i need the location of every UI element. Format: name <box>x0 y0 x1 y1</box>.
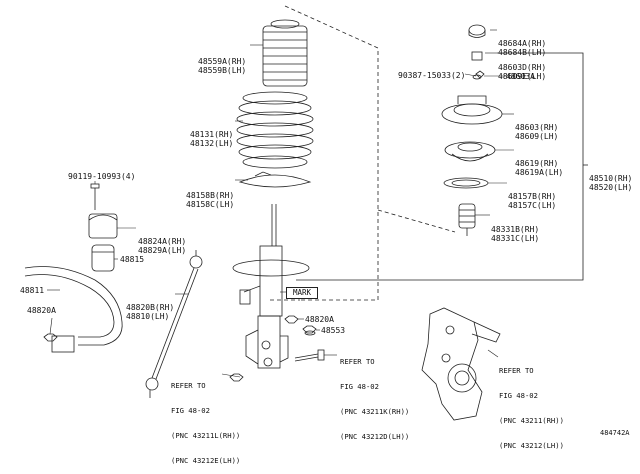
label-support: 48603(RH)48609(LH) <box>515 123 559 141</box>
bracket-bolt-part <box>88 183 118 239</box>
nut-48553-part <box>302 325 317 336</box>
stabilizer-bar-part <box>24 244 123 353</box>
left-nut-part <box>43 333 58 342</box>
diagram-drawing <box>24 5 588 421</box>
knuckle-bolt-part <box>294 349 325 362</box>
dust-boot-part <box>262 19 308 87</box>
label-nut-48553: 48553 <box>321 326 346 335</box>
group-boundary <box>284 5 379 301</box>
label-bracket: 48824A(RH)48829A(LH) <box>138 237 187 255</box>
label-stabilizer-bar: 48811 <box>20 286 45 295</box>
refer-knuckle-bolt: REFER TO FIG 48-02 (PNC 43211K(RH)) (PNC… <box>340 356 410 442</box>
strut-part <box>232 204 310 369</box>
label-nut-48603A: 48603A <box>506 72 535 81</box>
label-bolt: 90119-10993(4) <box>68 172 136 181</box>
label-insulator: 48157B(RH)48157C(LH) <box>508 192 557 210</box>
label-assembly: 48510(RH)48520(LH) <box>589 174 633 192</box>
label-dust-boot: 48559A(RH)48559B(LH) <box>198 57 247 75</box>
label-nut-mid: 48820A <box>305 315 334 324</box>
assembly-bracket <box>296 52 584 281</box>
label-bumper-stopper: 48684A(RH)48684B(LH) <box>498 39 547 57</box>
stabilizer-link-part <box>145 250 203 398</box>
group-boundary-inner <box>377 209 456 233</box>
nut-48820A-part <box>284 315 299 324</box>
label-lower-insulator: 48158B(RH)48158C(LH) <box>186 191 235 209</box>
parts-diagram: 48559A(RH)48559B(LH) 48131(RH)48132(LH) … <box>20 5 633 465</box>
bottom-nut-part <box>229 373 244 382</box>
label-cap: 48603D(RH)48609E(LH) <box>498 63 547 81</box>
lower-insulator-part <box>238 171 312 188</box>
label-coil-spring: 48131(RH)48132(LH) <box>190 130 234 148</box>
label-nut-left: 48820A <box>27 306 56 315</box>
refer-knuckle: REFER TO FIG 48-02 (PNC 43211(RH)) (PNC … <box>499 365 564 451</box>
coil-spring-part <box>236 91 314 169</box>
refer-strut-bottom: REFER TO FIG 48-02 (PNC 43211L(RH)) (PNC… <box>171 380 241 466</box>
label-nut-part: 90387-15033(2) <box>398 71 466 80</box>
label-bound-stopper: 48331B(RH)48331C(LH) <box>491 225 540 243</box>
label-link: 48820B(RH)48810(LH) <box>126 303 175 321</box>
mark-box: MARK <box>286 287 318 299</box>
label-bushing: 48815 <box>120 255 145 264</box>
leader-lines <box>47 29 514 378</box>
label-bearing: 48619(RH)48619A(LH) <box>515 159 564 177</box>
knuckle-part <box>421 307 501 421</box>
figure-id: 484742A <box>600 429 630 437</box>
top-components <box>441 24 503 236</box>
